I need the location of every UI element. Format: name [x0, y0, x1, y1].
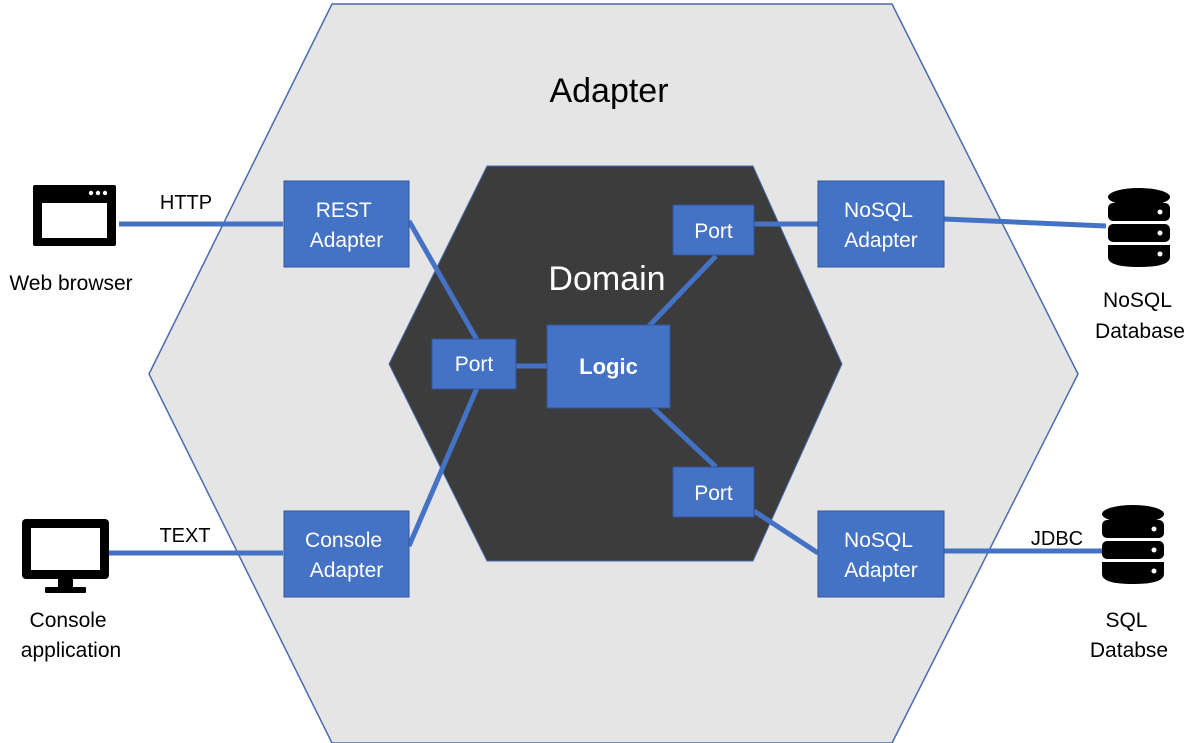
- nosql-adapter-top-label-line1: NoSQL: [844, 199, 912, 222]
- text-label: TEXT: [159, 525, 210, 547]
- rest-adapter-box: REST Adapter: [283, 180, 410, 268]
- port-top-right-box: Port: [672, 204, 755, 256]
- adapter-layer-title: Adapter: [549, 72, 668, 110]
- rest-adapter-label-line1: REST: [316, 199, 372, 222]
- port-left-box: Port: [431, 338, 517, 390]
- database-icon: [1102, 505, 1164, 584]
- domain-title: Domain: [548, 260, 665, 298]
- line-logic-to-port-bottom: [647, 402, 718, 469]
- sql-database-label: SQL Databse: [1090, 609, 1168, 662]
- line-console-adapter-to-port: [406, 387, 480, 547]
- nosql-database-label: NoSQL Database: [1095, 289, 1185, 343]
- svg-text:NoSQL Adapter: NoSQL Adapter: [844, 199, 918, 252]
- database-icon: [1108, 188, 1170, 267]
- http-label: HTTP: [160, 192, 212, 214]
- logic-label: Logic: [579, 354, 638, 379]
- console-adapter-label-line2: Adapter: [310, 559, 384, 582]
- nosql-adapter-top-label-line2: Adapter: [844, 229, 918, 252]
- web-browser-label: Web browser: [9, 272, 132, 295]
- line-rest-to-port: [406, 219, 480, 342]
- nosql-adapter-bottom-label-line2: Adapter: [844, 559, 918, 582]
- logic-box: Logic: [546, 324, 671, 409]
- console-adapter-box: Console Adapter: [283, 510, 410, 598]
- port-left-label: Port: [455, 353, 494, 376]
- line-port-bottom-to-nosql: [752, 508, 820, 556]
- rest-adapter-label-line2: Adapter: [310, 229, 384, 252]
- console-adapter-label-line1: Console: [305, 529, 382, 552]
- svg-text:REST Adapter: REST Adapter: [310, 199, 384, 252]
- port-bottom-right-box: Port: [672, 466, 755, 518]
- port-bottom-right-label: Port: [694, 482, 733, 505]
- nosql-adapter-bottom-box: NoSQL Adapter: [817, 510, 945, 598]
- console-application-label: Console application: [21, 609, 121, 662]
- svg-text:Console Adapter: Console Adapter: [305, 529, 388, 582]
- line-nosql-to-nosql-db: [943, 216, 1107, 229]
- nosql-adapter-bottom-label-line1: NoSQL: [844, 529, 912, 552]
- browser-window-icon: [33, 185, 116, 246]
- line-logic-to-port-top: [647, 254, 718, 328]
- nosql-adapter-top-box: NoSQL Adapter: [817, 180, 945, 268]
- port-top-right-label: Port: [694, 220, 733, 243]
- connection-lines: [108, 216, 1107, 556]
- monitor-icon: [22, 519, 109, 593]
- jdbc-label: JDBC: [1031, 528, 1083, 550]
- svg-text:NoSQL Adapter: NoSQL Adapter: [844, 529, 918, 582]
